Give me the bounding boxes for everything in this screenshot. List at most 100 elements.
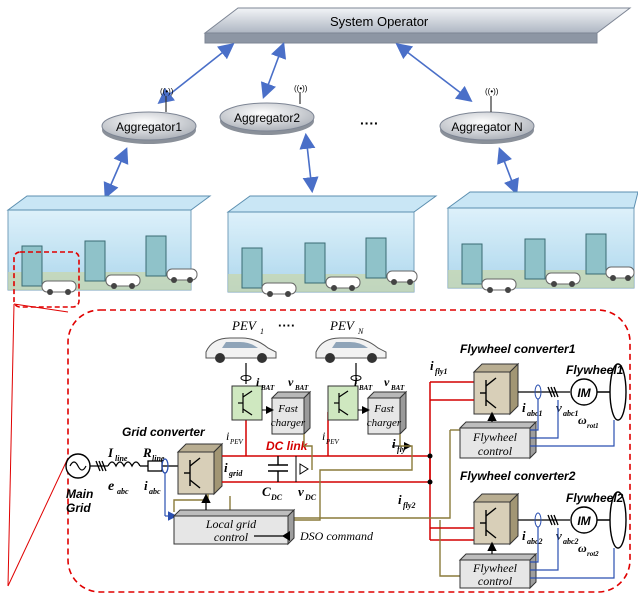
svg-text:line: line bbox=[115, 454, 128, 463]
im-2-label: IM bbox=[577, 514, 591, 528]
flywheel-control-label-1: Flywheel bbox=[472, 561, 518, 575]
dc-capacitor bbox=[268, 456, 288, 482]
svg-text:DC: DC bbox=[270, 493, 283, 502]
main-grid-source: Main Grid bbox=[65, 453, 93, 515]
svg-text:i: i bbox=[224, 460, 228, 475]
main-grid-label-1: Main bbox=[66, 487, 93, 501]
svg-text:abc1: abc1 bbox=[563, 409, 579, 418]
car-icon bbox=[325, 276, 361, 291]
svg-text:abc2: abc2 bbox=[527, 537, 543, 546]
car-icon bbox=[481, 278, 517, 293]
link-operator-aggregator2 bbox=[260, 42, 287, 99]
flywheel-control-label-1: Flywheel bbox=[472, 430, 518, 444]
grid-control-feedback bbox=[173, 494, 209, 512]
car-icon bbox=[545, 272, 581, 287]
dc-link-label: DC link bbox=[266, 439, 309, 453]
pev-n-car-icon bbox=[315, 337, 387, 363]
pev-1-converter bbox=[231, 385, 263, 421]
antenna-icon: ((•)) bbox=[485, 87, 499, 96]
igbt-icon bbox=[480, 507, 497, 539]
line-inductor bbox=[107, 461, 141, 468]
charging-station-n bbox=[446, 191, 638, 293]
link-aggregator2-station2 bbox=[299, 132, 319, 194]
svg-text:abc2: abc2 bbox=[563, 537, 579, 546]
pev-n-fast-charger: Fast charger bbox=[367, 390, 408, 436]
induction-machine-2: IM bbox=[570, 506, 598, 534]
flywheel-1-label: Flywheel1 bbox=[566, 363, 624, 377]
svg-text:BAT: BAT bbox=[390, 384, 405, 392]
svg-text:i: i bbox=[256, 375, 260, 389]
svg-text:abc1: abc1 bbox=[527, 409, 543, 418]
svg-text:i: i bbox=[522, 400, 526, 415]
svg-text:v: v bbox=[298, 484, 304, 499]
aggregator-n-label: Aggregator N bbox=[451, 120, 522, 134]
flywheel-control-2: Flywheel control bbox=[458, 552, 538, 590]
svg-text:BAT: BAT bbox=[358, 384, 373, 392]
ac-sine-icon bbox=[69, 461, 87, 471]
car-icon bbox=[41, 280, 77, 295]
pev-ellipsis: ···· bbox=[278, 318, 295, 333]
flywheel-1-disc bbox=[609, 363, 627, 421]
svg-text:fly2: fly2 bbox=[403, 501, 415, 510]
flywheel-converter-1-label: Flywheel converter1 bbox=[460, 342, 576, 356]
flywheel-1-feedback bbox=[530, 399, 615, 447]
svg-text:v: v bbox=[288, 375, 294, 389]
pev-1-fast-charger: Fast charger bbox=[271, 390, 312, 436]
control-signal-lines bbox=[173, 429, 460, 577]
flywheel-2-ac-line bbox=[518, 514, 570, 526]
circuit-detail-border bbox=[67, 309, 631, 593]
antenna-icon: ((•)) bbox=[294, 84, 308, 93]
car-icon bbox=[605, 266, 635, 281]
svg-text:i: i bbox=[226, 429, 229, 443]
induction-machine-1: IM bbox=[570, 378, 598, 406]
flywheel-1-ac-line bbox=[518, 386, 570, 398]
pev-n-sub: N bbox=[357, 327, 364, 336]
pev-1-sub: 1 bbox=[260, 327, 264, 336]
flywheel-converter-1 bbox=[472, 362, 520, 416]
igbt-icon bbox=[334, 390, 349, 416]
svg-text:fly1: fly1 bbox=[435, 367, 447, 376]
pev-n-converter bbox=[327, 385, 359, 421]
flywheel-2-label: Flywheel2 bbox=[566, 491, 624, 505]
svg-text:DC: DC bbox=[304, 493, 317, 502]
dso-arrow bbox=[282, 531, 290, 541]
svg-text:R: R bbox=[142, 445, 152, 460]
svg-text:PEV: PEV bbox=[229, 438, 244, 446]
antenna-icon: ((•)) bbox=[160, 87, 174, 96]
svg-text:v: v bbox=[556, 528, 562, 543]
svg-text:i: i bbox=[430, 358, 434, 373]
svg-text:line: line bbox=[152, 454, 165, 463]
flywheel-2-disc bbox=[609, 491, 627, 549]
system-operator-label: System Operator bbox=[330, 14, 429, 29]
svg-text:ω: ω bbox=[578, 541, 587, 555]
svg-text:I: I bbox=[107, 445, 114, 460]
pev-1-car-icon bbox=[205, 337, 277, 363]
link-operator-aggregator1 bbox=[157, 43, 235, 104]
pev-1-label: PEV bbox=[231, 318, 258, 333]
svg-text:rot1: rot1 bbox=[587, 422, 599, 430]
flywheel-control-2-input bbox=[439, 520, 460, 577]
zoom-line-bottom bbox=[7, 457, 69, 587]
aggregator-1: ((•)) Aggregator1 bbox=[101, 87, 197, 144]
zoom-line-left bbox=[7, 303, 15, 587]
aggregator-2-label: Aggregator2 bbox=[234, 111, 300, 125]
svg-text:fly: fly bbox=[397, 445, 406, 454]
flywheel-control-1: Flywheel control bbox=[458, 420, 538, 460]
dc-node bbox=[427, 453, 433, 459]
